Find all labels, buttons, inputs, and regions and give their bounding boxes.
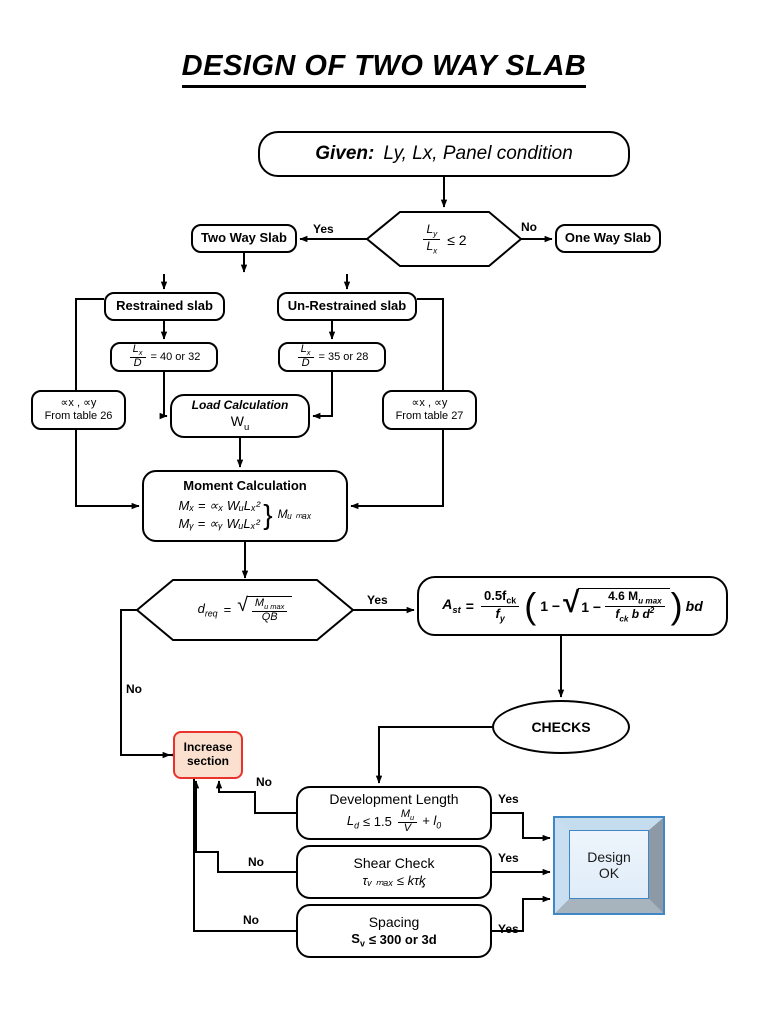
checks-label: CHECKS — [531, 718, 591, 735]
two-way-slab-box: Two Way Slab — [191, 224, 297, 253]
ratio-left-num: L — [132, 343, 139, 356]
ratio-right-num-sub: x — [306, 348, 311, 358]
load-calculation-box: Load Calculation Wu — [170, 394, 310, 438]
given-label: Given: — [315, 143, 375, 165]
alpha-table-27-box: ∝x , ∝y From table 27 — [382, 390, 477, 430]
edge-label-yes-dreq: Yes — [367, 593, 388, 607]
devlen-lhs: Ld — [346, 812, 359, 831]
alpha-symbols-27: ∝x , ∝y — [411, 397, 448, 410]
edge-label-yes-shear: Yes — [498, 851, 519, 865]
restrained-depth-ratio-box: Lx D = 40 or 32 — [110, 342, 218, 372]
devlen-tail: + l0 — [422, 812, 442, 831]
ratio-right-den: D — [301, 357, 310, 370]
one-way-slab-box: One Way Slab — [555, 224, 661, 253]
effective-depth-decision: dreq = √ Mu max QB — [137, 580, 353, 640]
shear-check-box: Shear Check τᵥ ₘₐₓ ≤ kτᶄ — [296, 845, 492, 899]
alpha-table-26-label: From table 26 — [44, 410, 113, 422]
ast-tail: bd — [685, 597, 703, 614]
spacing-check-box: Spacing Sv ≤ 300 or 3d — [296, 904, 492, 958]
ratio-left-den: D — [133, 357, 142, 370]
edge-label-no-dreq: No — [126, 682, 142, 696]
design-ok-line2: OK — [598, 864, 620, 881]
load-calculation-symbol: Wu — [230, 412, 250, 433]
edge-label-yes-spacing: Yes — [498, 922, 519, 936]
dreq-equals: = — [223, 602, 232, 618]
design-ok-box: Design OK — [553, 816, 665, 915]
given-values: Ly, Lx, Panel condition — [383, 143, 573, 165]
ratio-num-sub: y — [433, 229, 438, 239]
moment-calculation-title: Moment Calculation — [183, 478, 307, 494]
bevel-bottom — [555, 899, 663, 913]
unrestrained-slab-box: Un-Restrained slab — [277, 292, 417, 321]
spacing-title: Spacing — [368, 913, 420, 930]
development-length-box: Development Length Ld ≤ 1.5 Mu V + l0 — [296, 786, 492, 840]
development-length-title: Development Length — [329, 791, 459, 808]
increase-section-box: Increase section — [173, 731, 243, 779]
design-ok-face: Design OK — [569, 830, 649, 899]
increase-section-line2: section — [186, 754, 229, 768]
sqrt-icon-ast: √ — [563, 586, 580, 620]
ratio-right-num: L — [300, 343, 307, 356]
shear-check-formula: τᵥ ₘₐₓ ≤ kτᶄ — [362, 872, 426, 888]
moment-eq-x: Mₓ = ∝ₓ WᵤLₓ² — [178, 498, 261, 514]
ratio-den-sub: x — [433, 246, 438, 256]
alpha-symbols-26: ∝x , ∝y — [60, 397, 97, 410]
edge-label-yes-devlen: Yes — [498, 792, 519, 806]
page-title-text: DESIGN OF TWO WAY SLAB — [181, 50, 587, 88]
page-title: DESIGN OF TWO WAY SLAB — [0, 50, 768, 88]
spacing-formula: ≤ 300 or 3d — [368, 931, 437, 947]
edge-label-no-shear: No — [248, 855, 264, 869]
restrained-slab-label: Restrained slab — [116, 298, 213, 314]
moment-max-label: Mᵤ ₘₐₓ — [277, 507, 312, 522]
spacing-lhs: Sv — [351, 930, 365, 949]
ast-inner-one: 1 − — [581, 598, 602, 615]
ratio-right-value: = 35 or 28 — [318, 350, 369, 363]
restrained-slab-box: Restrained slab — [104, 292, 225, 321]
devlen-op: ≤ 1.5 — [362, 813, 392, 829]
ratio-left-num-sub: x — [138, 348, 143, 358]
edge-label-no-ratio: No — [521, 220, 537, 234]
paren-open: ( — [524, 584, 537, 626]
moment-brace: } — [263, 498, 273, 530]
alpha-table-27-label: From table 27 — [395, 410, 464, 422]
ast-equals: = — [465, 597, 474, 614]
paren-close: ) — [670, 584, 683, 626]
moment-eq-y: Mᵧ = ∝ᵧ WᵤLₓ² — [178, 515, 260, 531]
bevel-left — [555, 818, 569, 913]
given-box: Given: Ly, Lx, Panel condition — [258, 131, 630, 177]
steel-area-formula-box: Ast = 0.5fck fy ( 1 − √ 1 − 4.6 Mu max f… — [417, 576, 728, 636]
alpha-table-26-box: ∝x , ∝y From table 26 — [31, 390, 126, 430]
dreq-lhs: dreq — [197, 601, 218, 619]
two-way-slab-label: Two Way Slab — [201, 230, 287, 246]
ratio-left-value: = 40 or 32 — [150, 350, 201, 363]
ast-lhs: Ast — [442, 595, 461, 616]
increase-section-line1: Increase — [183, 740, 233, 755]
checks-ellipse: CHECKS — [492, 700, 630, 754]
span-ratio-decision: Ly Lx ≤ 2 — [367, 212, 521, 266]
unrestrained-slab-label: Un-Restrained slab — [287, 298, 407, 314]
ratio-operator: ≤ 2 — [447, 231, 467, 248]
edge-label-yes-ratio: Yes — [313, 222, 334, 236]
bevel-right — [649, 818, 663, 913]
one-way-slab-label: One Way Slab — [564, 230, 652, 246]
edge-label-no-spacing: No — [243, 913, 259, 927]
moment-calculation-box: Moment Calculation Mₓ = ∝ₓ WᵤLₓ² Mᵧ = ∝ᵧ… — [142, 470, 348, 542]
load-calculation-title: Load Calculation — [191, 397, 289, 412]
edge-label-no-devlen: No — [256, 775, 272, 789]
ast-one-minus: 1 − — [540, 597, 561, 614]
bevel-top — [555, 818, 663, 830]
unrestrained-depth-ratio-box: Lx D = 35 or 28 — [278, 342, 386, 372]
shear-check-title: Shear Check — [353, 855, 435, 872]
design-ok-line1: Design — [587, 848, 631, 865]
